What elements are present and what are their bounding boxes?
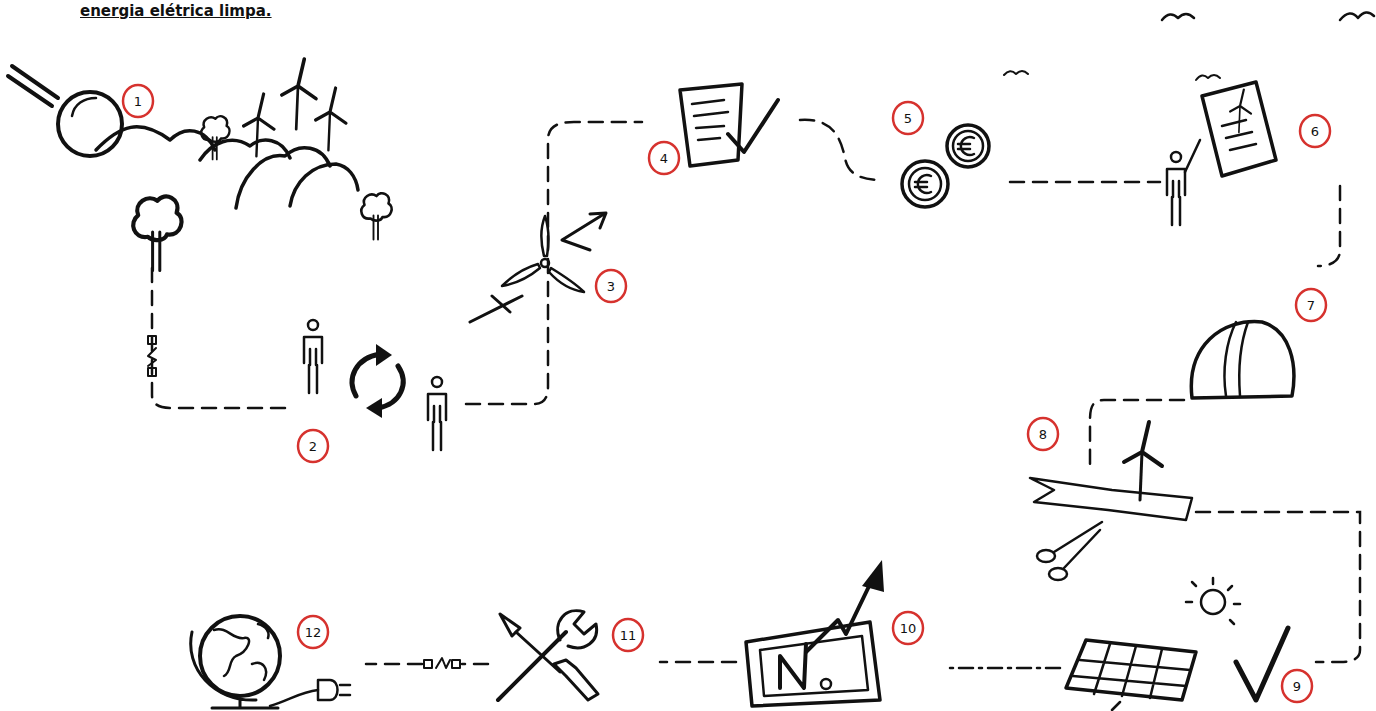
callout-number: 9 (1293, 679, 1301, 694)
page-heading: energia elétrica limpa. (80, 2, 272, 20)
coins (902, 125, 989, 207)
route-dashes (148, 120, 1360, 668)
callout-number: 12 (305, 625, 322, 640)
presenter-document (1167, 82, 1276, 225)
callout-circle: 6 (1298, 113, 1332, 149)
callout-number: 1 (134, 94, 142, 109)
callout-circle: 5 (891, 100, 925, 136)
callout-circle: 12 (296, 614, 330, 650)
callout-number: 7 (1307, 298, 1315, 313)
callout-circle: 2 (296, 428, 330, 464)
approval-document (680, 84, 778, 166)
wind-measurement-sketch (470, 213, 606, 322)
callout-number: 10 (900, 621, 917, 636)
callout-number: 6 (1311, 124, 1319, 139)
stakeholder-sketch (304, 320, 446, 450)
callout-number: 3 (607, 279, 615, 294)
callout-circle: 9 (1280, 668, 1314, 704)
globe-plug (191, 616, 350, 708)
monitoring-sign (746, 560, 884, 706)
solar-panel (1066, 578, 1288, 710)
callout-circle: 3 (594, 268, 628, 304)
callout-number: 5 (904, 111, 912, 126)
callout-circle: 8 (1026, 416, 1060, 452)
callout-circle: 4 (647, 140, 681, 176)
callout-circle: 7 (1294, 287, 1328, 323)
callout-number: 2 (309, 439, 317, 454)
callout-circle: 10 (891, 610, 925, 646)
site-search-sketch (8, 59, 392, 270)
maintenance-tools (498, 611, 598, 700)
callout-circle: 1 (121, 83, 155, 119)
callout-circle: 11 (611, 617, 645, 653)
hard-hat (1191, 322, 1294, 398)
birds (1004, 12, 1374, 80)
callout-number: 11 (620, 628, 637, 643)
callout-number: 4 (660, 151, 668, 166)
callout-number: 8 (1039, 427, 1047, 442)
